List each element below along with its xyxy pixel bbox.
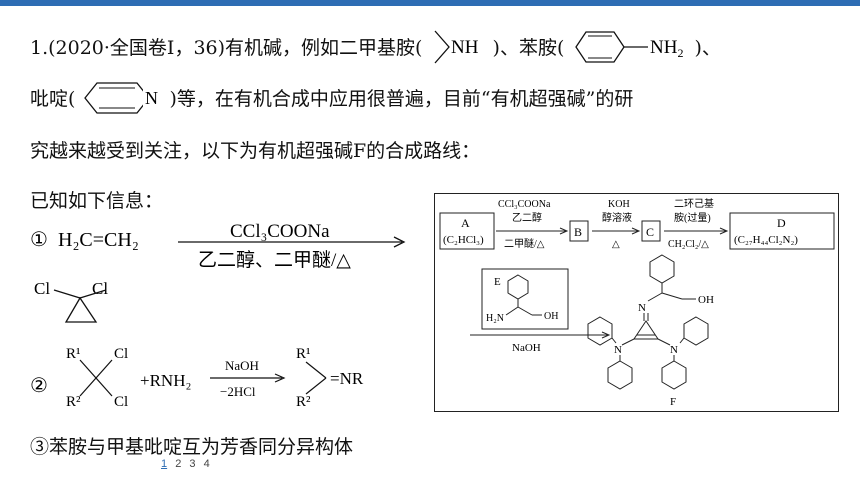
cyclohexyl-1 [587,316,613,346]
step2-condition-top2: 醇溶液 [602,211,632,224]
compound-e-h2n: H₂N [486,313,504,324]
compound-f-imine-n: N [638,302,646,314]
info-1-reaction: ① H₂C=CH₂ CCl₃COONa 乙二醇、二甲醚/△ Cl Cl [30,221,406,323]
pyridine-n-label: N [145,88,158,108]
info2-r1: R¹ [66,346,81,362]
compound-c-label: C [646,225,654,239]
compound-b-box [569,220,589,242]
step2-condition-top1: KOH [608,199,630,210]
info1-cl-left: Cl [34,279,50,298]
dimethylamine-nh-label: NH [451,37,479,58]
question-line2-rest: )等，在有机合成中应用很普遍，目前“有机超强碱”的研 [169,88,634,110]
compound-e-label: E [494,276,501,288]
aniline-nh2-label: NH2 [650,37,683,60]
info1-number: ① [30,229,48,251]
pyridine-structure: N [84,82,160,114]
info-3-text: ③苯胺与甲基吡啶互为芳香同分异构体 [30,436,354,458]
step4-naoh: NaOH [512,342,541,354]
step3-condition-bottom: CH₂Cl₂/△ [668,239,709,250]
compound-a-box [439,212,495,250]
compound-f-left-n: N [614,344,622,356]
info2-r2: R² [66,394,81,410]
compound-f-label: F [670,396,676,408]
info-2-reaction: ② R¹ R² Cl Cl +RNH₂ NaOH −2HCl R¹ R² =NR [30,346,364,410]
question-line-3: 究越来越受到关注，以下为有机超强碱F的合成路线： [30,140,481,162]
info1-condition-bottom: 乙二醇、二甲醚/△ [198,249,351,271]
compound-e-box [481,268,569,330]
step2-condition-bottom: △ [612,239,620,250]
cyclopropane-ring [64,296,98,323]
info2-cl-bottom: Cl [114,394,128,410]
compound-e-oh: OH [544,311,558,322]
known-info-label: 已知如下信息： [30,190,164,212]
compound-d-box [729,212,835,250]
info1-condition-top: CCl₃COONa [230,221,330,242]
info2-product-r1: R¹ [296,346,311,362]
step3-condition-top2: 胺(过量) [674,211,711,224]
compound-f-oh: OH [698,294,714,306]
compound-f-right-n: N [670,344,678,356]
info1-reactant: H₂C=CH₂ [58,229,139,251]
step1-condition-top1: CCl₃COONa [498,199,551,210]
page-link-2[interactable]: 2 [175,458,182,470]
info2-plus-rnh2: +RNH₂ [140,371,191,390]
compound-b-label: B [574,225,582,239]
top-accent-bar [0,0,860,6]
compound-d-label: D [777,216,786,230]
page-link-1[interactable]: 1 [161,458,168,470]
question-line2-prefix: 吡啶( [30,88,76,110]
page-link-3[interactable]: 3 [189,458,196,470]
cyclohexyl-2 [607,360,633,390]
step1-condition-top2: 乙二醇 [512,211,542,224]
step1-condition-bottom: 二甲醚/△ [504,237,545,250]
info2-product-nr: =NR [330,369,364,388]
question-line-1: 1.(2020·全国卷Ⅰ，36)有机碱，例如二甲基胺( NH )、苯胺( NH2… [30,28,721,66]
cyclohexyl-3 [683,316,709,346]
info2-condition-bottom: −2HCl [220,384,256,399]
info2-condition-top: NaOH [225,358,259,373]
cyclohexyl-4 [661,360,687,390]
compound-f-structure: OH N N N [587,254,714,390]
compound-a-formula: (C₂HCl₃) [443,234,484,246]
step3-condition-top1: 二环己基 [674,197,714,210]
compound-a-label: A [461,216,470,230]
question-line-2: 吡啶( N )等，在有机合成中应用很普遍，目前“有机超强碱”的研 [30,80,633,116]
compound-d-formula: (C₂₇H₄₄Cl₂N₂) [734,234,798,246]
info2-number: ② [30,375,48,397]
question-line1-prefix: 1.(2020·全国卷Ⅰ，36)有机碱，例如二甲基胺( [30,37,423,59]
info2-cl-top: Cl [114,346,128,362]
page-indicator: 1 2 3 4 [161,458,215,470]
info2-product-r2: R² [296,394,311,410]
compound-c-box [641,220,661,242]
question-line1-mid: )、苯胺( [492,37,565,59]
synthesis-scheme: A (C₂HCl₃) CCl₃COONa 乙二醇 二甲醚/△ B KOH 醇溶液… [434,193,839,412]
info1-cl-right: Cl [92,279,108,298]
question-line1-end: )、 [694,37,721,59]
dimethylamine-structure: NH [434,30,479,64]
aniline-structure: NH2 [575,31,684,63]
page-link-4[interactable]: 4 [203,458,210,470]
